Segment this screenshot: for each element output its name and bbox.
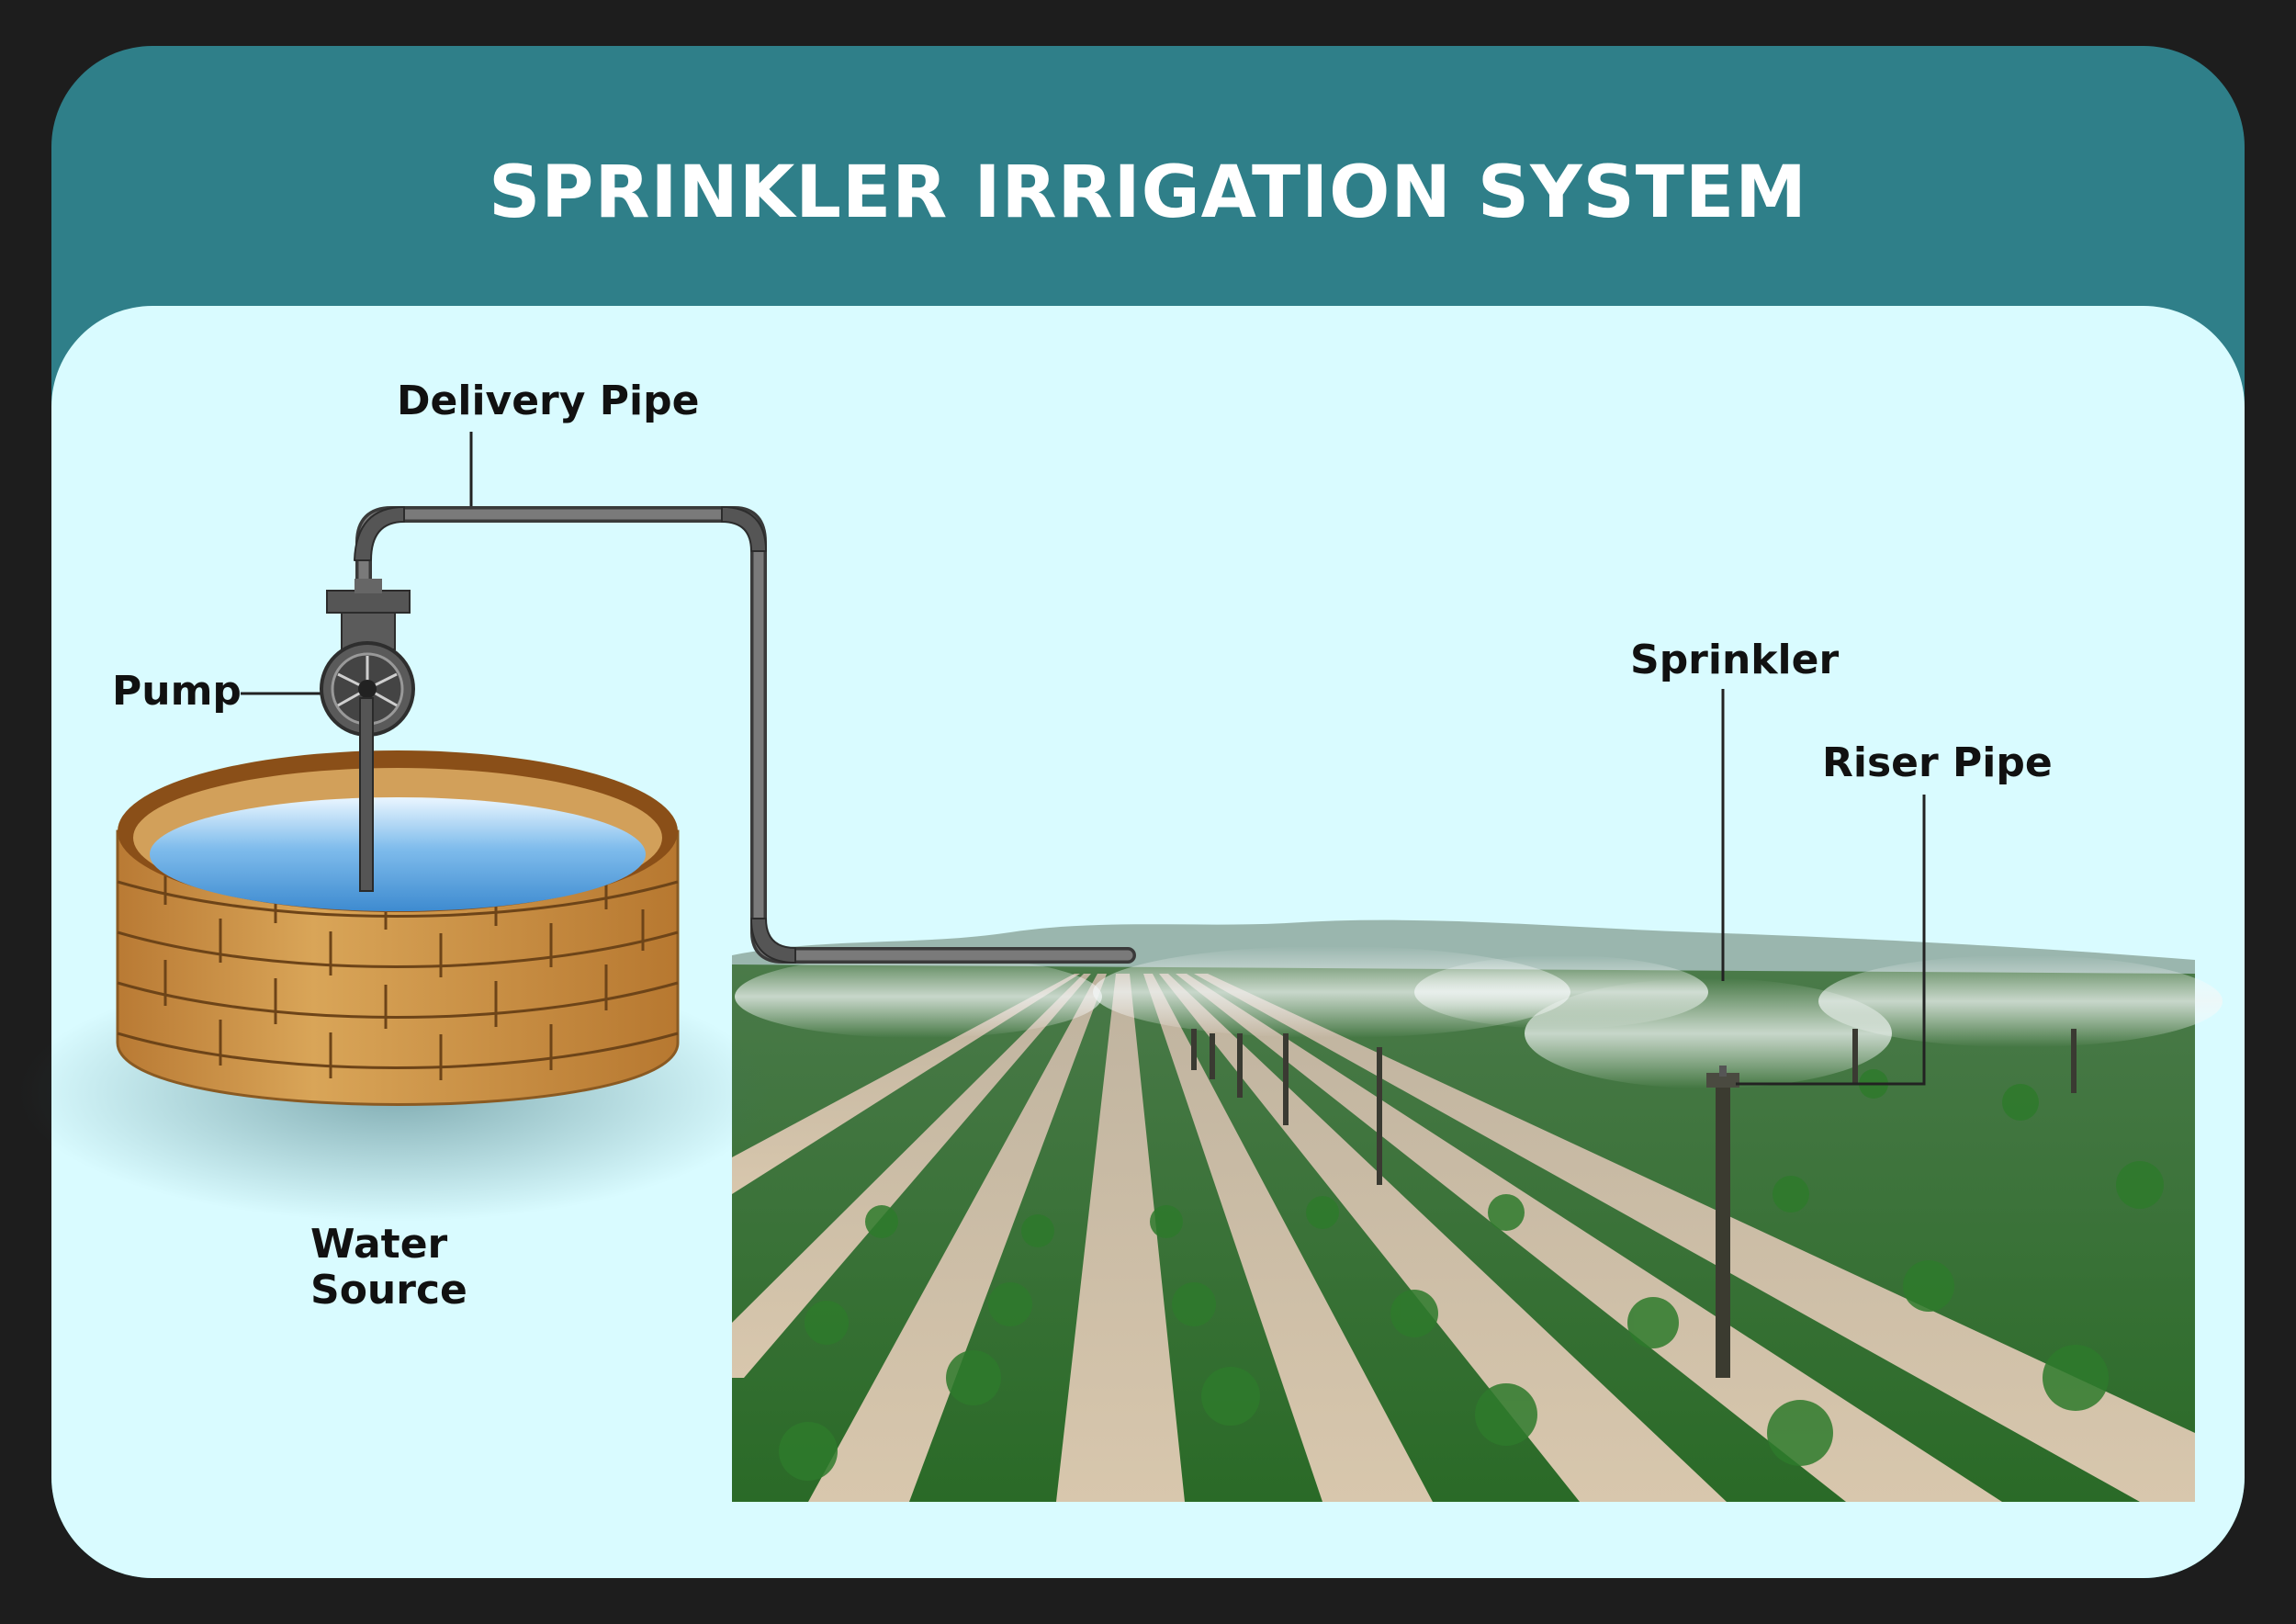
sprinkler-icon [1706,1066,1739,1378]
page-title: SPRINKLER IRRIGATION SYSTEM [489,152,1807,234]
label-water-source-line2: Source [310,1267,467,1314]
label-delivery-pipe: Delivery Pipe [397,378,700,424]
soil-furrows [732,974,2195,1502]
label-sprinkler: Sprinkler [1630,637,1840,683]
pump-icon [320,579,415,892]
well-icon [18,750,771,1222]
label-water-source-line1: Water [310,1221,448,1268]
delivery-pipe [354,506,1136,964]
water-surface [150,797,646,911]
brick-lines [117,859,679,1080]
label-pump: Pump [112,668,242,715]
leader-lines [241,432,1926,1086]
label-water-source: Water Source [310,1222,467,1314]
water-spray [735,946,2223,1088]
background-risers [1191,1029,2077,1185]
suction-pipe [359,697,374,892]
riser-pipe [1716,1077,1730,1378]
riser-leader [1736,795,1926,1086]
crop-rows [779,1069,2164,1481]
field-scene [732,919,2223,1502]
label-riser-pipe: Riser Pipe [1822,739,2053,786]
